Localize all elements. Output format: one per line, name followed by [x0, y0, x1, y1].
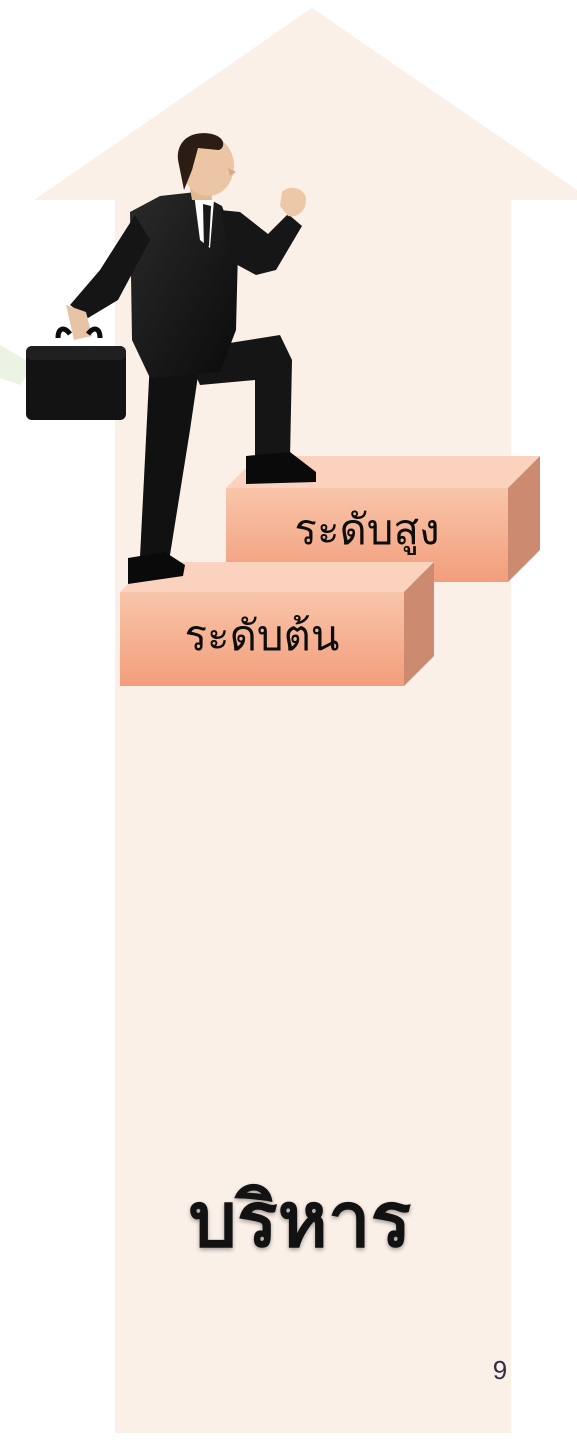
step-low-label: ระดับต้น	[120, 606, 404, 666]
page-title: บริหาร	[100, 1165, 500, 1275]
page-number: 9	[480, 1352, 520, 1388]
step-high-label: ระดับสูง	[226, 500, 508, 560]
